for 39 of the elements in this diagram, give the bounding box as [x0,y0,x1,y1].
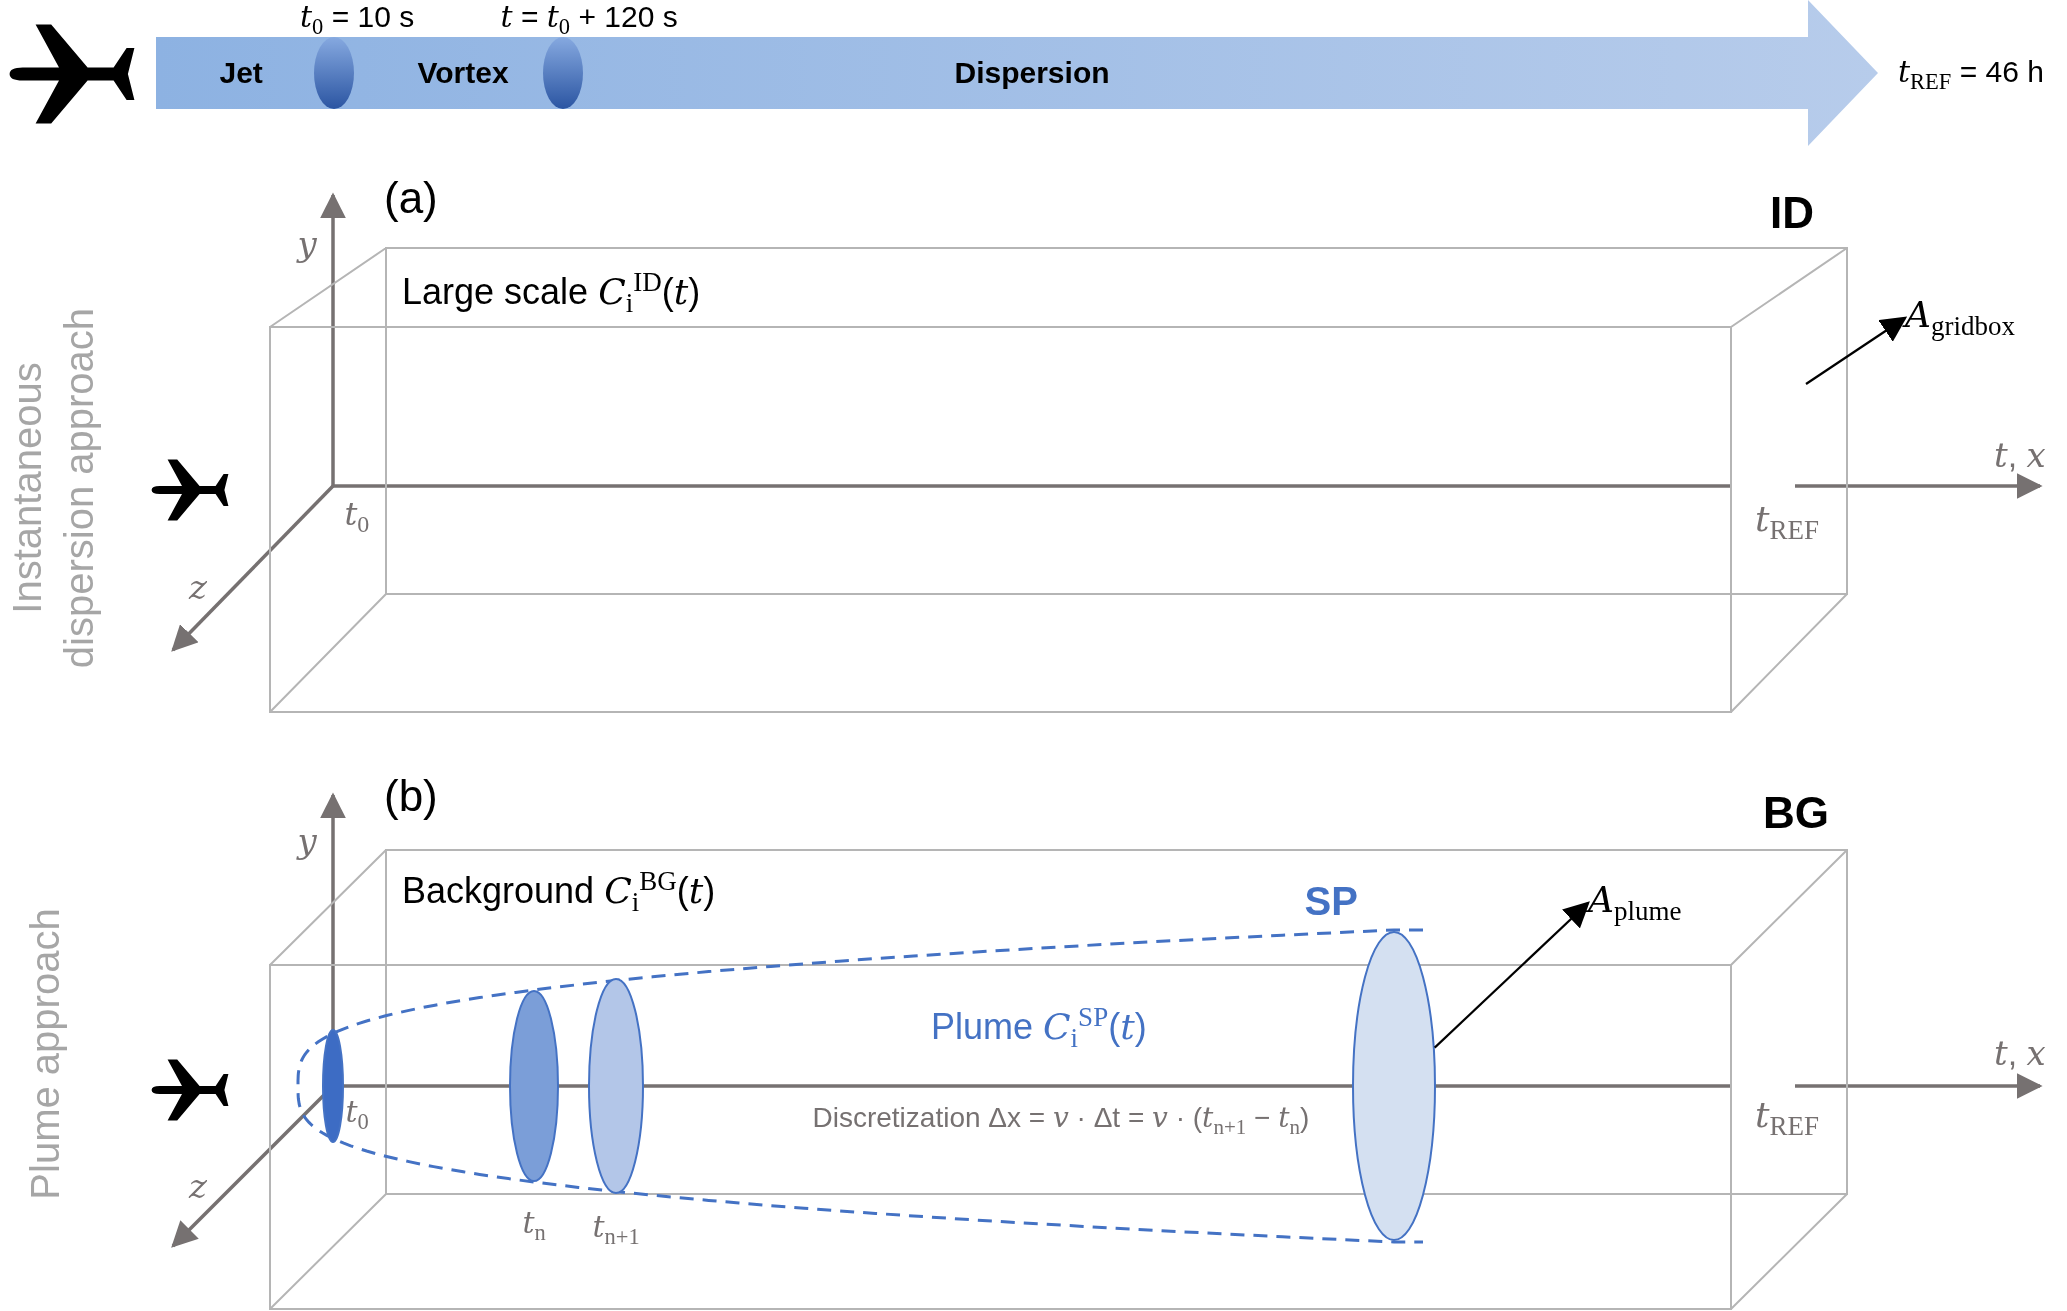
plume-cross-section [1352,931,1436,1241]
plume-cross-section [588,978,644,1194]
time-label: t$_{REF}$ = 46 h [1898,55,2044,95]
plume-cross-section [509,990,559,1182]
phase-label: Jet [219,55,263,90]
formula-label: Discretization Δx = v · Δt = v · (t$_{n+1}$ − t$_{n}$) [812,1101,1310,1139]
phase-label: Dispersion [954,55,1110,90]
area-label: A$_{plume}$ [1588,879,1682,928]
approach-label: Instantaneous dispersion approach [4,306,102,671]
axis-label: y [297,224,317,264]
panel-label: (a) [384,172,438,224]
region-label: Background C$_{i}$$^{BG}$(t) [402,866,716,919]
axis-label: t, x [1994,1033,2046,1073]
leader-line [1433,901,1590,1049]
time-label: t = t$_{0}$ + 120 s [500,0,678,40]
axis-label: t$_{REF}$ [1755,1094,1819,1143]
axis-label: t$_{REF}$ [1755,498,1819,547]
time-label: t$_{0}$ = 10 s [300,0,415,40]
axis-label: y [297,821,317,861]
plume-cross-section [322,1029,344,1143]
panel-label: (b) [384,770,438,822]
time-label: t$_{0}$ [345,1095,369,1135]
axis-label: t, x [1994,435,2046,475]
region-label: Plume C$_{i}$$^{SP}$(t) [931,1002,1147,1055]
heading: BG [1763,787,1829,839]
heading: SP [1304,878,1358,924]
time-label: t$_{n}$ [522,1206,546,1246]
timeline-arrow [156,0,1878,146]
plume-cross-section [542,36,584,110]
time-label: t$_{n+1}$ [592,1210,640,1250]
region-label: Large scale C$_{i}$$^{ID}$(t) [402,267,701,320]
plume-cross-section [313,36,355,110]
approach-label: Plume approach [21,908,68,1200]
heading: ID [1770,187,1814,239]
axis-label: z [189,1166,207,1206]
phase-label: Vortex [417,55,509,90]
axis-label: t$_{0}$ [344,495,370,539]
axis-label: z [189,567,207,607]
leader-line [1805,316,1908,385]
